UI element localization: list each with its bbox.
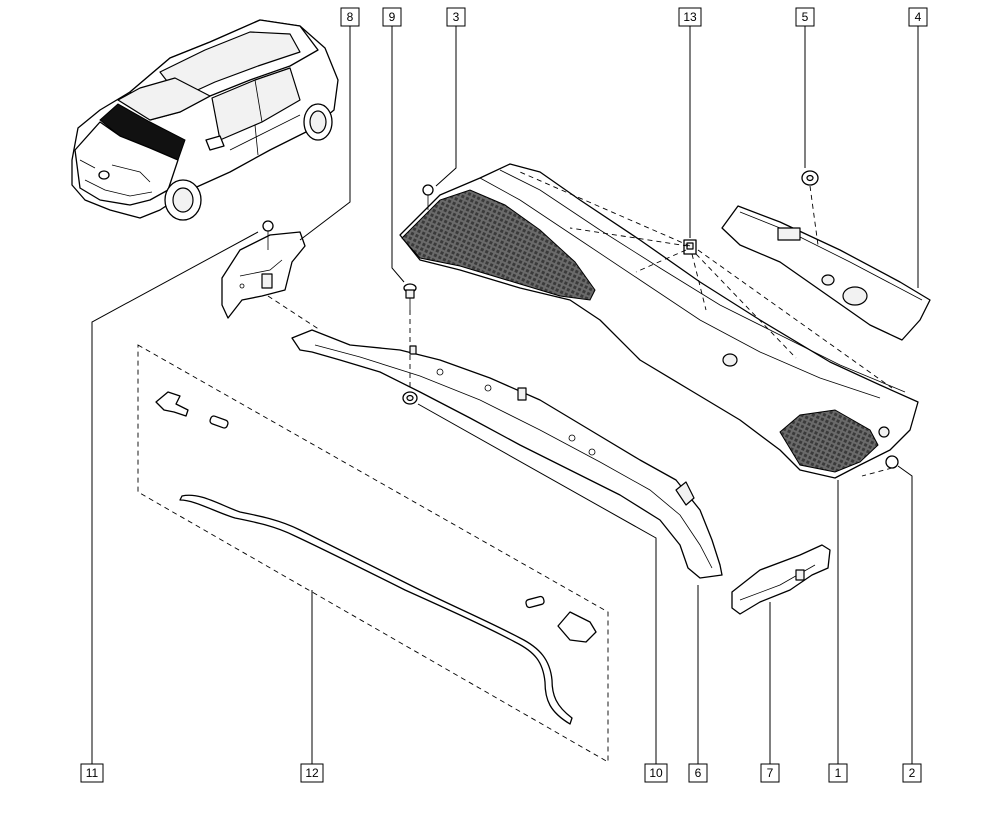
callout-3-label: 3 [453, 10, 460, 24]
callout-5-label: 5 [802, 10, 809, 24]
callout-5: 5 [795, 7, 815, 27]
callout-7-label: 7 [767, 766, 774, 780]
washer-10 [402, 391, 418, 405]
cross-member-6 [291, 329, 723, 579]
callout-13: 13 [678, 7, 702, 27]
callout-9-label: 9 [389, 10, 396, 24]
callout-1: 1 [828, 763, 848, 783]
callout-4-label: 4 [915, 10, 922, 24]
callout-7: 7 [760, 763, 780, 783]
callout-10: 10 [644, 763, 668, 783]
callout-8-label: 8 [347, 10, 354, 24]
callout-13-label: 13 [683, 10, 697, 24]
callout-3: 3 [446, 7, 466, 27]
callout-11-label: 11 [86, 766, 99, 780]
callout-11: 11 [80, 763, 104, 783]
car-illustration [71, 19, 339, 221]
callout-8: 8 [340, 7, 360, 27]
cowl-panel-1 [399, 163, 919, 479]
callout-10-label: 10 [649, 766, 663, 780]
assembly-dash-lines [267, 171, 893, 477]
callout-12: 12 [300, 763, 324, 783]
trim-panel-4 [721, 205, 931, 341]
callout-4: 4 [908, 7, 928, 27]
clip-5 [801, 170, 819, 186]
callout-1-label: 1 [835, 766, 842, 780]
callout-9: 9 [382, 7, 402, 27]
callout-2: 2 [902, 763, 922, 783]
bracket-7 [731, 544, 831, 615]
callout-12-label: 12 [305, 766, 319, 780]
bracket-8 [221, 220, 306, 319]
callout-6: 6 [688, 763, 708, 783]
callout-6-label: 6 [695, 766, 702, 780]
seal-kit-12 [137, 344, 609, 763]
callout-2-label: 2 [909, 766, 916, 780]
leader-lines [91, 26, 919, 764]
bolt-9 [403, 283, 417, 310]
